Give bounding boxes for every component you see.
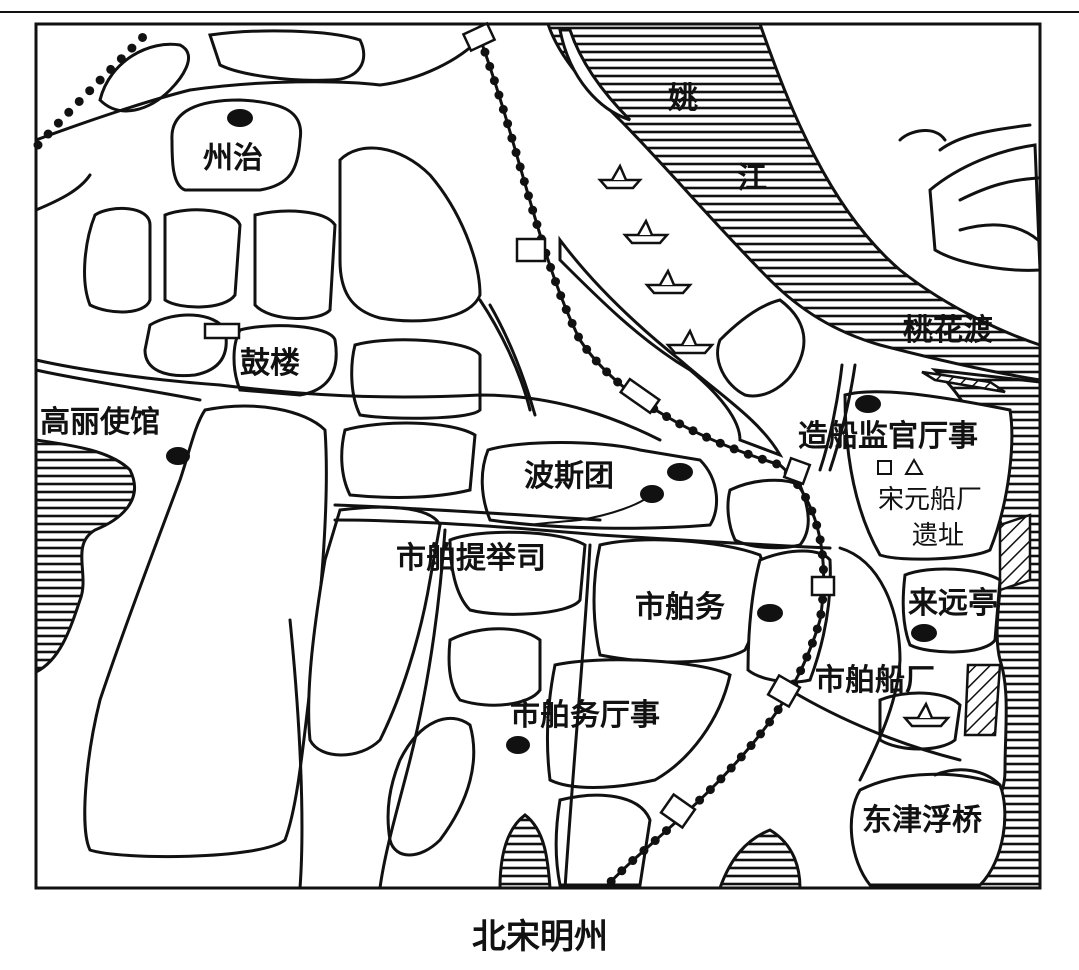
gate-east-5	[766, 673, 802, 709]
marker-zhouzhi	[227, 109, 253, 127]
city-blocks	[83, 28, 1042, 887]
marker-songyuan-square	[877, 460, 892, 475]
marker-songyuan-triangle	[904, 457, 924, 475]
label-dongjin: 东津浮桥	[862, 803, 982, 838]
labels: 姚 江 州治 鼓楼 高丽使馆 波斯团 市舶提举司 市舶务 市舶务厅事 桃花渡 造…	[40, 81, 998, 838]
map-caption: 北宋明州	[472, 917, 608, 957]
marker-gaoli	[166, 447, 190, 465]
marker-shibowu	[757, 604, 783, 622]
city-wall	[33, 25, 829, 893]
label-gaoli: 高丽使馆	[40, 405, 160, 440]
roads	[34, 36, 1040, 890]
label-river-1: 姚	[667, 81, 698, 116]
label-shibo: 市舶提举司	[396, 541, 546, 576]
gate-west	[203, 322, 241, 340]
bottom-water-2	[717, 828, 802, 890]
label-zaochuan: 造船监官厅事	[798, 419, 978, 454]
marker-bosi	[667, 463, 693, 481]
boats	[597, 163, 951, 728]
gate-east-4	[810, 575, 836, 597]
water-areas	[34, 22, 1042, 890]
bottom-water-1	[498, 813, 552, 890]
boat-icon	[597, 163, 643, 190]
boat-icon	[902, 701, 951, 728]
marker-zaochuan	[855, 395, 881, 413]
left-water	[34, 438, 137, 675]
gate-north	[461, 21, 497, 53]
label-shibochuan: 市舶船厂	[815, 663, 935, 698]
boat-icon	[644, 268, 693, 295]
map-frame	[34, 22, 1042, 890]
dock-shibo	[963, 663, 1002, 737]
gate-south	[659, 792, 697, 830]
gate-east-1	[515, 237, 547, 263]
marker-shibowu-ting	[506, 736, 530, 754]
label-songyuan-2: 遗址	[912, 521, 964, 551]
boat-icon	[665, 328, 715, 355]
dock-songyuan	[998, 513, 1032, 592]
boat-icon	[622, 218, 670, 245]
label-shibowu: 市舶务	[635, 590, 725, 625]
label-shibowu-ting: 市舶务厅事	[510, 698, 660, 733]
city-gates	[203, 21, 836, 830]
label-laiyuan: 来远亭	[908, 586, 998, 621]
label-gulou: 鼓楼	[240, 346, 300, 381]
leader-line	[529, 493, 653, 526]
label-taohua: 桃花渡	[903, 313, 994, 348]
marker-laiyuan	[911, 624, 937, 642]
label-bosi: 波斯团	[524, 459, 614, 494]
gate-east-2	[618, 377, 662, 415]
yao-river	[545, 22, 1042, 382]
label-songyuan-1: 宋元船厂	[878, 485, 982, 515]
label-river-2: 江	[737, 161, 767, 196]
label-zhouzhi: 州治	[203, 141, 263, 176]
dock-taohua	[921, 370, 1006, 394]
gate-east-3	[782, 456, 812, 486]
